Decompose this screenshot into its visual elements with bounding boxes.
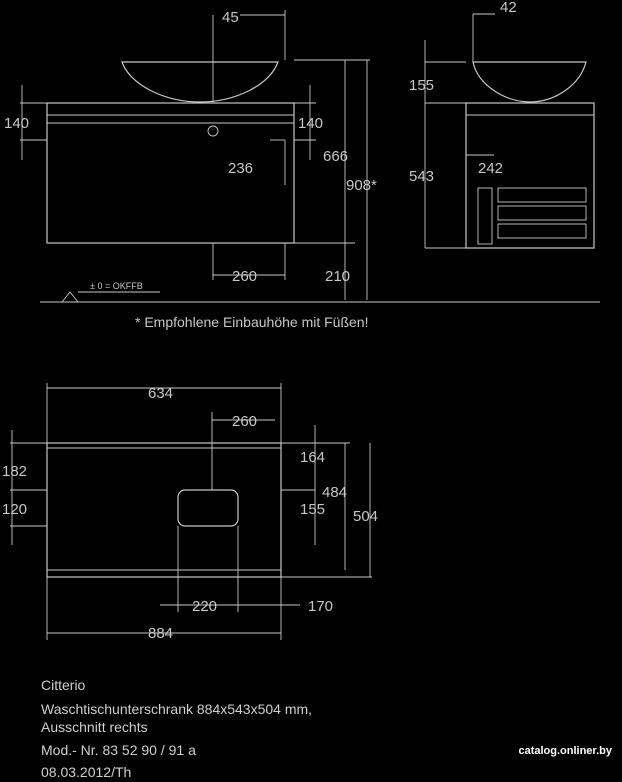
dim-label: 155: [409, 77, 434, 94]
dim-label: 140: [298, 115, 323, 132]
dim-label: 634: [148, 385, 173, 402]
install-note: * Empfohlene Einbauhöhe mit Füßen!: [135, 314, 368, 330]
dim-label: 45: [222, 9, 239, 26]
dim-label: 220: [192, 598, 217, 615]
dim-label: 236: [228, 160, 253, 177]
side-view: [424, 13, 595, 249]
dim-label: 155: [300, 501, 325, 518]
side-cabinet: [465, 102, 595, 249]
caption-line-1: Citterio: [41, 677, 86, 693]
drawer-3: [497, 223, 587, 239]
plan-cabinet: [46, 442, 282, 578]
dim-label: 140: [4, 115, 29, 132]
dim-label: 260: [232, 268, 257, 285]
dim-label: 42: [500, 0, 517, 16]
floor-label: ± 0 = OKFFB: [90, 281, 143, 291]
basin-cutout: [177, 489, 239, 527]
dim-label: 666: [323, 148, 348, 165]
front-view: [20, 10, 600, 303]
dim-label: 908*: [346, 177, 377, 194]
caption-line-3: Ausschnitt rechts: [41, 719, 148, 735]
side-basin-bowl: [472, 61, 587, 103]
caption-line-2: Waschtischunterschrank 884x543x504 mm,: [41, 701, 313, 717]
dim-label: 182: [2, 463, 27, 480]
drain-icon: [207, 125, 219, 137]
plan-view: [10, 383, 372, 640]
dim-label: 164: [300, 449, 325, 466]
dim-label: 504: [353, 508, 378, 525]
watermark-link[interactable]: catalog.onliner.by: [518, 745, 612, 757]
drawer-2: [497, 205, 587, 221]
dim-label: 170: [308, 598, 333, 615]
front-cabinet: [46, 102, 295, 244]
dim-label: 484: [322, 484, 347, 501]
caption-line-5: 08.03.2012/Th: [41, 764, 132, 780]
siphon-icon: [477, 187, 493, 245]
dim-label: 260: [232, 413, 257, 430]
dim-label: 543: [409, 168, 434, 185]
drawer-1: [497, 187, 587, 203]
dim-label: 210: [325, 268, 350, 285]
caption-line-4: Mod.- Nr. 83 52 90 / 91 a: [41, 742, 196, 758]
dim-label: 242: [478, 160, 503, 177]
dim-label: 884: [148, 625, 173, 642]
floor-marker-icon: [61, 291, 79, 303]
basin-bowl: [121, 61, 279, 103]
dim-label: 120: [2, 501, 27, 518]
